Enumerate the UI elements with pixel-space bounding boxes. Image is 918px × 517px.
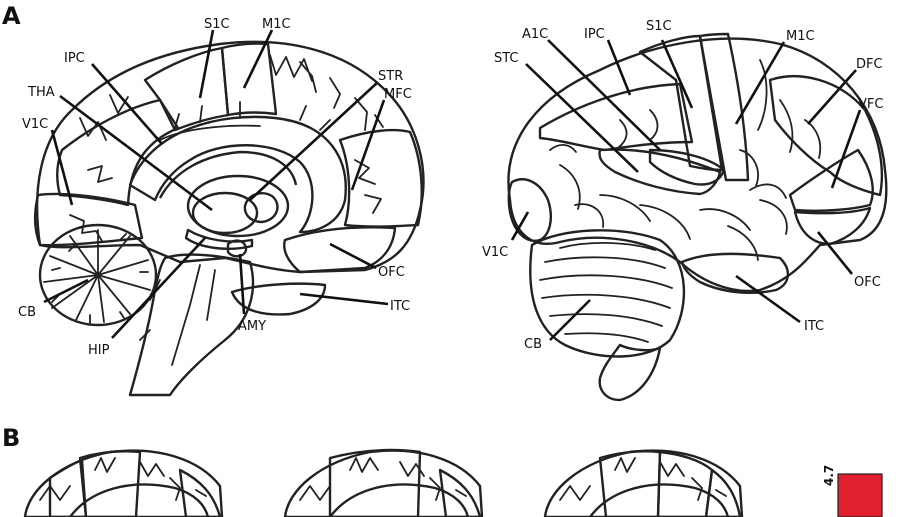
leader-lateral-s1c [660,39,694,109]
label-medial-m1c: M1C [262,17,291,32]
medial-hemisphere-outline [35,40,425,274]
medial-region-m1c [220,42,278,117]
leader-medial-amy [238,253,246,315]
leader-lateral-vfc [830,109,862,189]
leader-medial-str [249,81,379,201]
label-medial-hip: HIP [88,343,110,358]
medial-region-cb [38,223,158,327]
label-lateral-vfc: VFC [858,97,883,112]
medial-str-inner [243,192,279,224]
panel-letter-b: B [2,424,20,452]
label-lateral-v1c: V1C [482,245,508,260]
leader-medial-mfc [350,99,386,191]
lateral-brain [507,32,888,402]
leader-medial-ofc [329,242,377,270]
medial-gyri [69,54,384,242]
label-medial-tha: THA [27,85,55,100]
lateral-region-dfc [768,75,884,197]
lateral-hemisphere-outline [507,37,888,293]
leader-medial-itc [299,292,389,306]
label-lateral-a1c: A1C [522,27,548,42]
label-lateral-s1c: S1C [646,19,672,34]
panel-b-brains: 4.7 [23,448,883,517]
label-lateral-stc: STC [494,51,519,66]
medial-region-tha [191,191,259,235]
label-medial-ofc: OFC [378,265,405,280]
lateral-region-itc [680,252,789,295]
label-lateral-cb: CB [524,337,542,352]
lateral-region-ipc [538,82,694,152]
color-scale-swatch [837,473,883,517]
lateral-leaders [510,39,862,341]
label-lateral-itc: ITC [804,319,824,334]
medial-region-hip [184,228,254,251]
panel-b-brain-3 [543,449,744,517]
label-medial-amy: AMY [238,319,266,334]
medial-region-ofc [283,226,397,274]
lateral-brainstem [598,343,662,402]
panel-letter-a: A [2,2,21,30]
label-lateral-ofc: OFC [854,275,881,290]
leader-medial-tha [59,94,213,212]
label-medial-itc: ITC [390,299,410,314]
label-medial-str: STR [378,69,403,84]
medial-corpus-callosum [128,115,347,234]
color-scale: 4.7 [822,465,883,517]
leader-medial-m1c [242,29,274,89]
lateral-gyri [549,59,822,261]
lateral-region-vfc [788,148,874,212]
panel-b-brain-2 [283,448,484,517]
label-medial-v1c: V1C [22,117,48,132]
leader-lateral-stc [525,63,639,173]
leader-medial-cb [43,278,89,304]
lateral-region-a1c [648,148,726,186]
label-medial-s1c: S1C [204,17,230,32]
medial-brain [34,40,425,397]
leader-medial-v1c [50,129,74,206]
leader-lateral-dfc [807,69,857,125]
leader-medial-s1c [198,29,215,99]
medial-cb-folia [43,229,151,324]
lateral-region-cb [529,229,686,358]
leader-medial-ipc [91,63,163,145]
medial-region-v1c [34,192,144,247]
lateral-cb-folia [539,242,673,343]
label-lateral-dfc: DFC [856,57,883,72]
leader-lateral-cb [549,299,591,341]
medial-region-mfc [338,128,423,228]
leader-lateral-a1c [547,39,661,151]
leader-lateral-v1c [510,211,530,241]
medial-labels: S1C M1C IPC STR THA MFC V1C CB OFC ITC H… [18,17,412,358]
label-lateral-m1c: M1C [786,29,815,44]
medial-leaders [43,29,389,339]
medial-region-amy [226,239,248,258]
medial-region-s1c [143,46,230,132]
lateral-region-ofc [793,206,872,246]
leader-medial-hip [111,237,206,339]
leader-lateral-ofc [816,231,854,275]
lateral-region-stc [598,148,722,196]
lateral-labels: A1C IPC S1C M1C STC DFC VFC V1C OFC CB I… [482,19,883,352]
lateral-region-m1c [698,32,750,182]
label-medial-mfc: MFC [384,87,412,102]
leader-lateral-itc [735,274,801,324]
color-scale-max-label: 4.7 [822,465,836,486]
lateral-region-v1c [507,178,552,242]
medial-brainstem [128,253,255,397]
leader-lateral-m1c [734,41,786,125]
panel-b-brain-1 [23,449,224,517]
medial-region-str [186,174,290,238]
medial-brainstem-lines [139,264,216,366]
label-lateral-ipc: IPC [584,27,605,42]
label-medial-cb: CB [18,305,36,320]
leader-lateral-ipc [606,39,632,96]
medial-region-itc [230,282,327,316]
label-medial-ipc: IPC [64,51,85,66]
